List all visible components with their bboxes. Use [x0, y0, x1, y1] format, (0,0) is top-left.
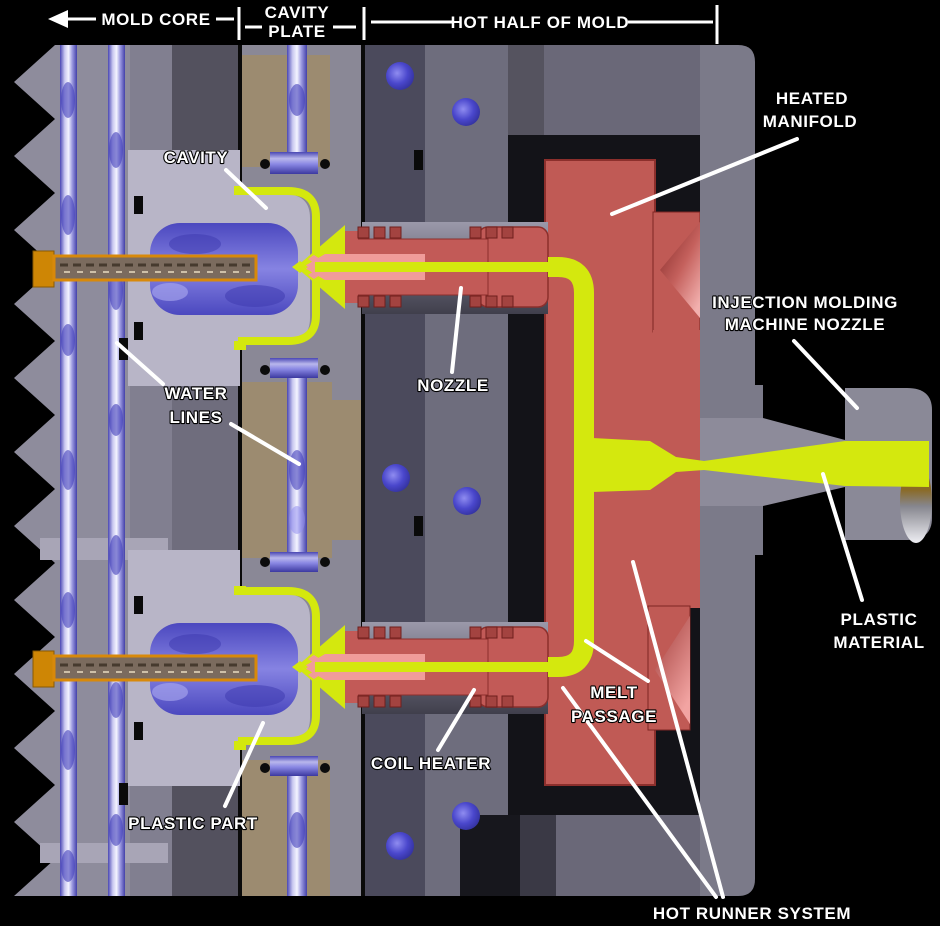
cavity-plate-tan-bottom: [242, 760, 330, 896]
manifold-inlet-funnel: [660, 222, 700, 318]
header: MOLD CORE CAVITY PLATE HOT HALF OF MOLD: [48, 3, 719, 44]
water-cross-sections: [382, 62, 481, 860]
cavity-plate: [238, 45, 365, 896]
left-arrow-icon: [48, 10, 68, 28]
cavity-plate-tan-top: [242, 55, 330, 167]
label-coil-heater: COIL HEATER: [371, 754, 491, 773]
labels: CAVITY HEATED MANIFOLD INJECTION MOLDING…: [127, 88, 925, 924]
parting-line: [238, 45, 242, 896]
bottom-band-shadow: [520, 815, 556, 896]
leader-melt-passage: [584, 639, 650, 683]
leader-lines: [115, 137, 864, 899]
leader-water-lines-2: [229, 422, 301, 466]
label-injection-molding: INJECTION MOLDING: [712, 293, 898, 312]
leader-hot-runner-2: [561, 686, 718, 899]
label-plastic: PLASTIC: [841, 610, 918, 629]
label-heated: HEATED: [776, 89, 848, 108]
label-machine-nozzle: MACHINE NOZZLE: [725, 315, 885, 334]
o-ring-dots: [260, 159, 330, 773]
manifold-plug-funnel-bottom: [655, 616, 690, 724]
leader-cavity: [224, 168, 268, 210]
leader-plastic-material: [821, 472, 864, 602]
leader-water-lines-1: [115, 341, 165, 386]
section-mark: [414, 516, 423, 536]
core-plate-dark-top: [172, 45, 240, 165]
leader-machine-nozzle: [792, 339, 859, 410]
melt-passage: [548, 257, 929, 677]
header-mold-core: MOLD CORE: [101, 10, 210, 29]
label-melt: MELT: [590, 683, 637, 702]
tan-notch: [332, 540, 363, 558]
leader-nozzle: [450, 286, 463, 374]
label-lines: LINES: [169, 408, 222, 427]
section-mark: [119, 783, 128, 805]
leader-plastic-part: [223, 721, 265, 808]
label-water: WATER: [164, 384, 227, 403]
label-passage: PASSAGE: [571, 707, 657, 726]
cavity-plate-water-lines: [270, 45, 318, 896]
plate-step: [40, 843, 168, 863]
leader-heated-manifold: [610, 137, 799, 216]
water-line-left-2: [108, 45, 125, 896]
top-band-shadow: [508, 45, 544, 135]
header-hot-half: HOT HALF OF MOLD: [451, 13, 630, 32]
label-hot-runner-system: HOT RUNNER SYSTEM: [653, 904, 851, 923]
header-plate: PLATE: [268, 22, 325, 41]
cavity-hot-half-line: [361, 45, 365, 896]
water-line-left-1: [60, 45, 77, 896]
section-mark: [414, 150, 423, 170]
label-nozzle: NOZZLE: [417, 376, 489, 395]
label-plastic-part: PLASTIC PART: [128, 814, 258, 833]
leader-hot-runner-1: [631, 560, 725, 899]
label-manifold: MANIFOLD: [763, 112, 858, 131]
tan-notch: [332, 382, 363, 400]
manifold-melt-runner: [548, 257, 594, 677]
sprue-melt-taper: [592, 438, 929, 492]
label-cavity: CAVITY: [164, 148, 229, 167]
header-cavity: CAVITY: [265, 3, 330, 22]
leader-coil-heater: [436, 688, 476, 752]
label-material: MATERIAL: [833, 633, 924, 652]
